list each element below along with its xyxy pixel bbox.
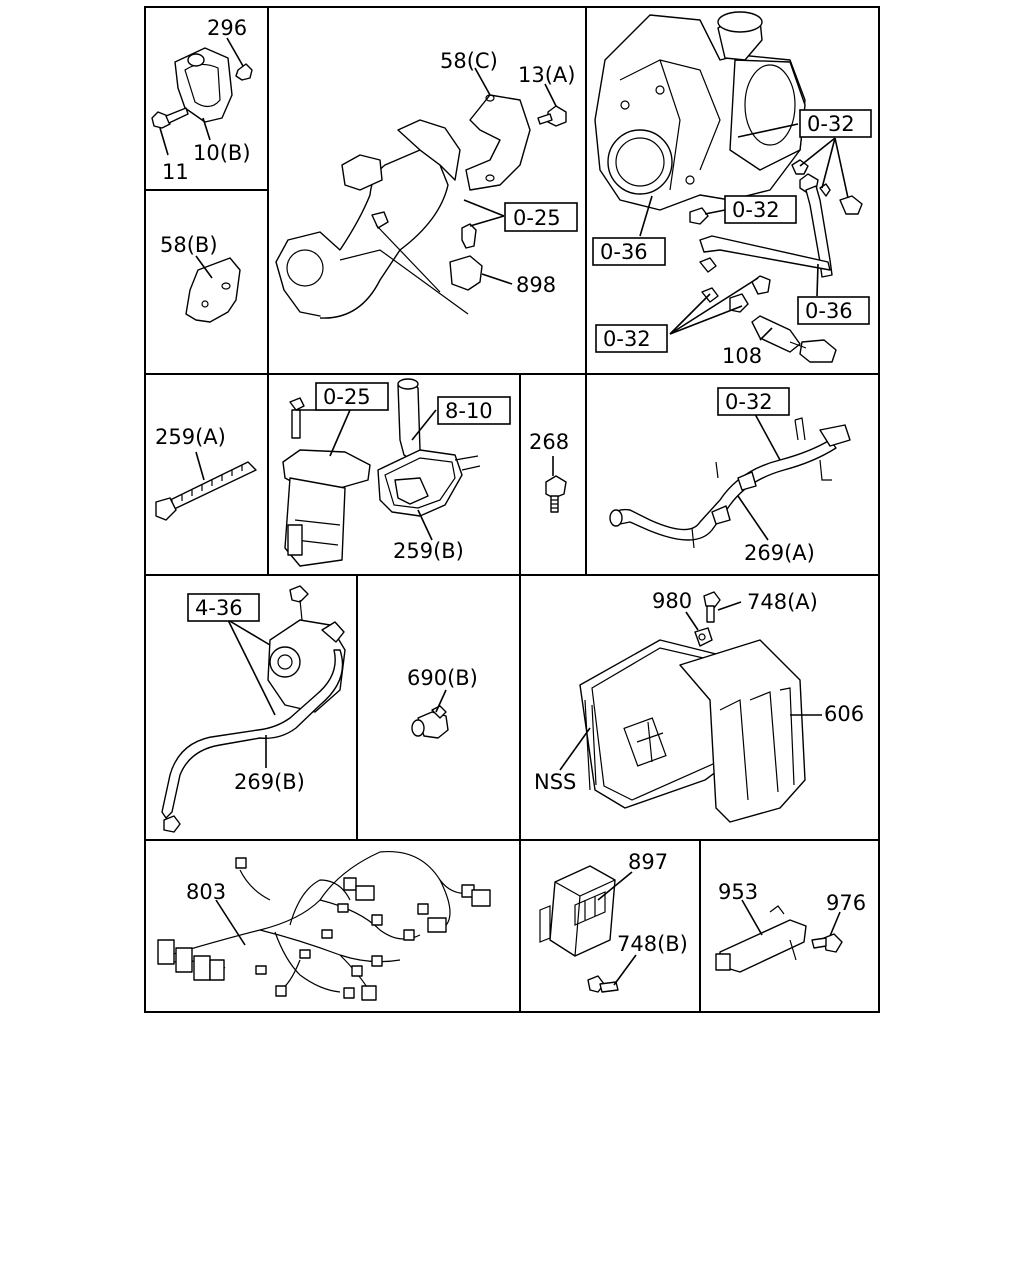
box-8-10 <box>437 396 511 425</box>
label-259a: 259(A) <box>155 425 226 449</box>
panel-bracket-58b: 58(B) <box>160 233 241 323</box>
label-0-32-d: 0-32 <box>725 390 773 414</box>
label-259b: 259(B) <box>393 539 464 563</box>
label-58c: 58(C) <box>440 49 498 73</box>
panel-bolt-268: 268 <box>529 430 569 513</box>
panel-ecu: 980 748(A) 606 NSS <box>534 589 864 823</box>
label-803: 803 <box>186 880 226 904</box>
label-0-36-a: 0-36 <box>600 240 648 264</box>
panel-cable-tie: 259(A) <box>155 425 257 521</box>
panel-exhaust-pipe: 58(C) 13(A) 0-25 898 <box>275 49 578 319</box>
label-953: 953 <box>718 880 758 904</box>
panel-sensor-hose: 0-25 8-10 259(B) <box>282 378 511 567</box>
label-0-25-b: 0-25 <box>323 385 371 409</box>
label-268: 268 <box>529 430 569 454</box>
label-8-10: 8-10 <box>445 399 493 423</box>
box-0-32-a <box>799 109 872 138</box>
label-108: 108 <box>722 344 762 368</box>
label-606: 606 <box>824 702 864 726</box>
label-58b: 58(B) <box>160 233 218 257</box>
label-nss: NSS <box>534 770 576 794</box>
label-296: 296 <box>207 16 247 40</box>
label-10b: 10(B) <box>193 141 251 165</box>
panel-fitting-690b: 690(B) <box>407 666 478 739</box>
panel-resistor-953: 953 976 <box>715 880 866 973</box>
box-0-32-c <box>595 324 668 353</box>
label-0-25-a: 0-25 <box>513 206 561 230</box>
box-0-36-b <box>797 296 870 325</box>
label-898: 898 <box>516 273 556 297</box>
label-897: 897 <box>628 850 668 874</box>
label-0-32-b: 0-32 <box>732 198 780 222</box>
panel-grid <box>144 6 880 1013</box>
label-980: 980 <box>652 589 692 613</box>
label-748b: 748(B) <box>617 932 688 956</box>
box-4-36 <box>187 593 260 622</box>
label-4-36: 4-36 <box>195 596 243 620</box>
panel-wiring-harness: 803 <box>157 850 491 1001</box>
label-748a: 748(A) <box>747 590 818 614</box>
panel-clamp: 296 10(B) 11 <box>151 16 253 184</box>
label-11: 11 <box>162 160 189 184</box>
label-13a: 13(A) <box>518 63 575 87</box>
label-0-32-c: 0-32 <box>603 327 651 351</box>
box-0-36-a <box>592 237 666 266</box>
panel-pump-269b: 4-36 269(B) <box>161 585 346 833</box>
panel-turbocharger: 0-32 0-32 0-36 0-36 0-32 108 <box>592 11 872 368</box>
box-0-32-b <box>724 195 797 224</box>
box-0-25-a <box>504 202 578 232</box>
label-976: 976 <box>826 891 866 915</box>
box-0-25-b <box>315 382 389 411</box>
label-269a: 269(A) <box>744 541 815 565</box>
label-269b: 269(B) <box>234 770 305 794</box>
label-0-36-b: 0-36 <box>805 299 853 323</box>
box-0-32-d <box>717 387 790 416</box>
panel-pipe-269a: 0-32 269(A) <box>609 387 851 565</box>
label-0-32-a: 0-32 <box>807 112 855 136</box>
panel-relay-897: 897 748(B) <box>539 850 688 993</box>
label-690b: 690(B) <box>407 666 478 690</box>
